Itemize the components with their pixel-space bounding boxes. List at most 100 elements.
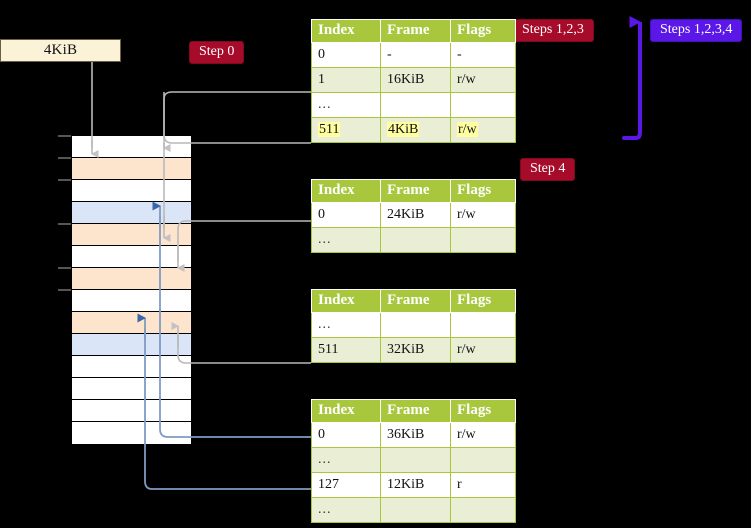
table-row: ... [311, 227, 516, 253]
memory-tick [58, 289, 71, 291]
highlighted-value: 511 [318, 121, 341, 137]
table-cell [380, 497, 451, 523]
table-cell: 511 [311, 117, 381, 143]
column-header: Index [311, 399, 381, 423]
memory-tick [58, 267, 71, 269]
table-cell: 0 [311, 422, 381, 448]
memory-frame-cell [72, 158, 191, 180]
table-cell [380, 312, 451, 338]
memory-frame-cell [72, 422, 191, 444]
badge-step-4-label: Step 4 [530, 161, 566, 176]
highlighted-value: 4KiB [387, 121, 420, 137]
column-header: Index [311, 19, 381, 43]
table-cell: r/w [450, 67, 516, 93]
memory-frame-cell [72, 180, 191, 202]
badge-step-0: Step 0 [189, 41, 245, 65]
memory-frame-cell [72, 400, 191, 422]
table-row: 0-- [311, 42, 516, 68]
table-cell: - [450, 42, 516, 68]
column-header: Frame [380, 289, 451, 313]
table-cell: 0 [311, 42, 381, 68]
highlighted-value: r/w [457, 121, 478, 137]
table-cell: 24KiB [380, 202, 451, 228]
column-header: Frame [380, 19, 451, 43]
column-header: Flags [450, 19, 516, 43]
column-header: Flags [450, 399, 516, 423]
table-cell: 1 [311, 67, 381, 93]
table-cell: r/w [450, 337, 516, 363]
memory-frame-cell [72, 312, 191, 334]
memory-tick [58, 157, 71, 159]
table-cell: r/w [450, 422, 516, 448]
badge-steps-1-2-3: Steps 1,2,3 [512, 19, 594, 43]
table-cell: r [450, 472, 516, 498]
table-cell: ... [311, 312, 381, 338]
memory-frame-cell [72, 334, 191, 356]
table-cell: r/w [450, 117, 516, 143]
physical-memory-column [71, 135, 191, 444]
badge-steps-1-2-3-4: Steps 1,2,3,4 [650, 19, 743, 43]
table-row: ... [311, 312, 516, 338]
memory-tick [58, 179, 71, 181]
table-cell [450, 497, 516, 523]
table-cell [380, 92, 451, 118]
column-header: Flags [450, 289, 516, 313]
memory-tick [58, 223, 71, 225]
memory-frame-cell [72, 290, 191, 312]
table-cell: r/w [450, 202, 516, 228]
table-row: ... [311, 92, 516, 118]
memory-tick [58, 135, 71, 137]
table-cell: ... [311, 447, 381, 473]
memory-frame-cell [72, 224, 191, 246]
table-row: 511 4KiB r/w [311, 117, 516, 143]
memory-frame-cell [72, 136, 191, 158]
memory-frame-cell [72, 202, 191, 224]
column-header: Flags [450, 179, 516, 203]
badge-step-0-label: Step 0 [199, 44, 235, 59]
memory-frame-cell [72, 268, 191, 290]
table-cell: 0 [311, 202, 381, 228]
badge-steps-1-2-3-4-label: Steps 1,2,3,4 [660, 22, 733, 37]
table-cell: - [380, 42, 451, 68]
table-cell: 16KiB [380, 67, 451, 93]
table-cell [450, 92, 516, 118]
memory-frame-cell [72, 378, 191, 400]
column-header: Frame [380, 179, 451, 203]
table-cell: 127 [311, 472, 381, 498]
table-row: ... [311, 447, 516, 473]
table-cell: 12KiB [380, 472, 451, 498]
source-frame-label: 4KiB [43, 42, 78, 58]
badge-step-4: Step 4 [520, 158, 576, 182]
table-cell: ... [311, 497, 381, 523]
table-cell [450, 227, 516, 253]
table-row: ... [311, 497, 516, 523]
table-cell [450, 312, 516, 338]
table-cell [380, 447, 451, 473]
table-cell: 32KiB [380, 337, 451, 363]
table-cell [450, 447, 516, 473]
column-header: Frame [380, 399, 451, 423]
memory-frame-cell [72, 246, 191, 268]
table-cell: 511 [311, 337, 381, 363]
column-header: Index [311, 289, 381, 313]
table-cell: 4KiB [380, 117, 451, 143]
column-header: Index [311, 179, 381, 203]
memory-frame-cell [72, 356, 191, 378]
badge-steps-1-2-3-label: Steps 1,2,3 [522, 22, 584, 37]
table-cell: 36KiB [380, 422, 451, 448]
table-cell: ... [311, 92, 381, 118]
table-cell: ... [311, 227, 381, 253]
